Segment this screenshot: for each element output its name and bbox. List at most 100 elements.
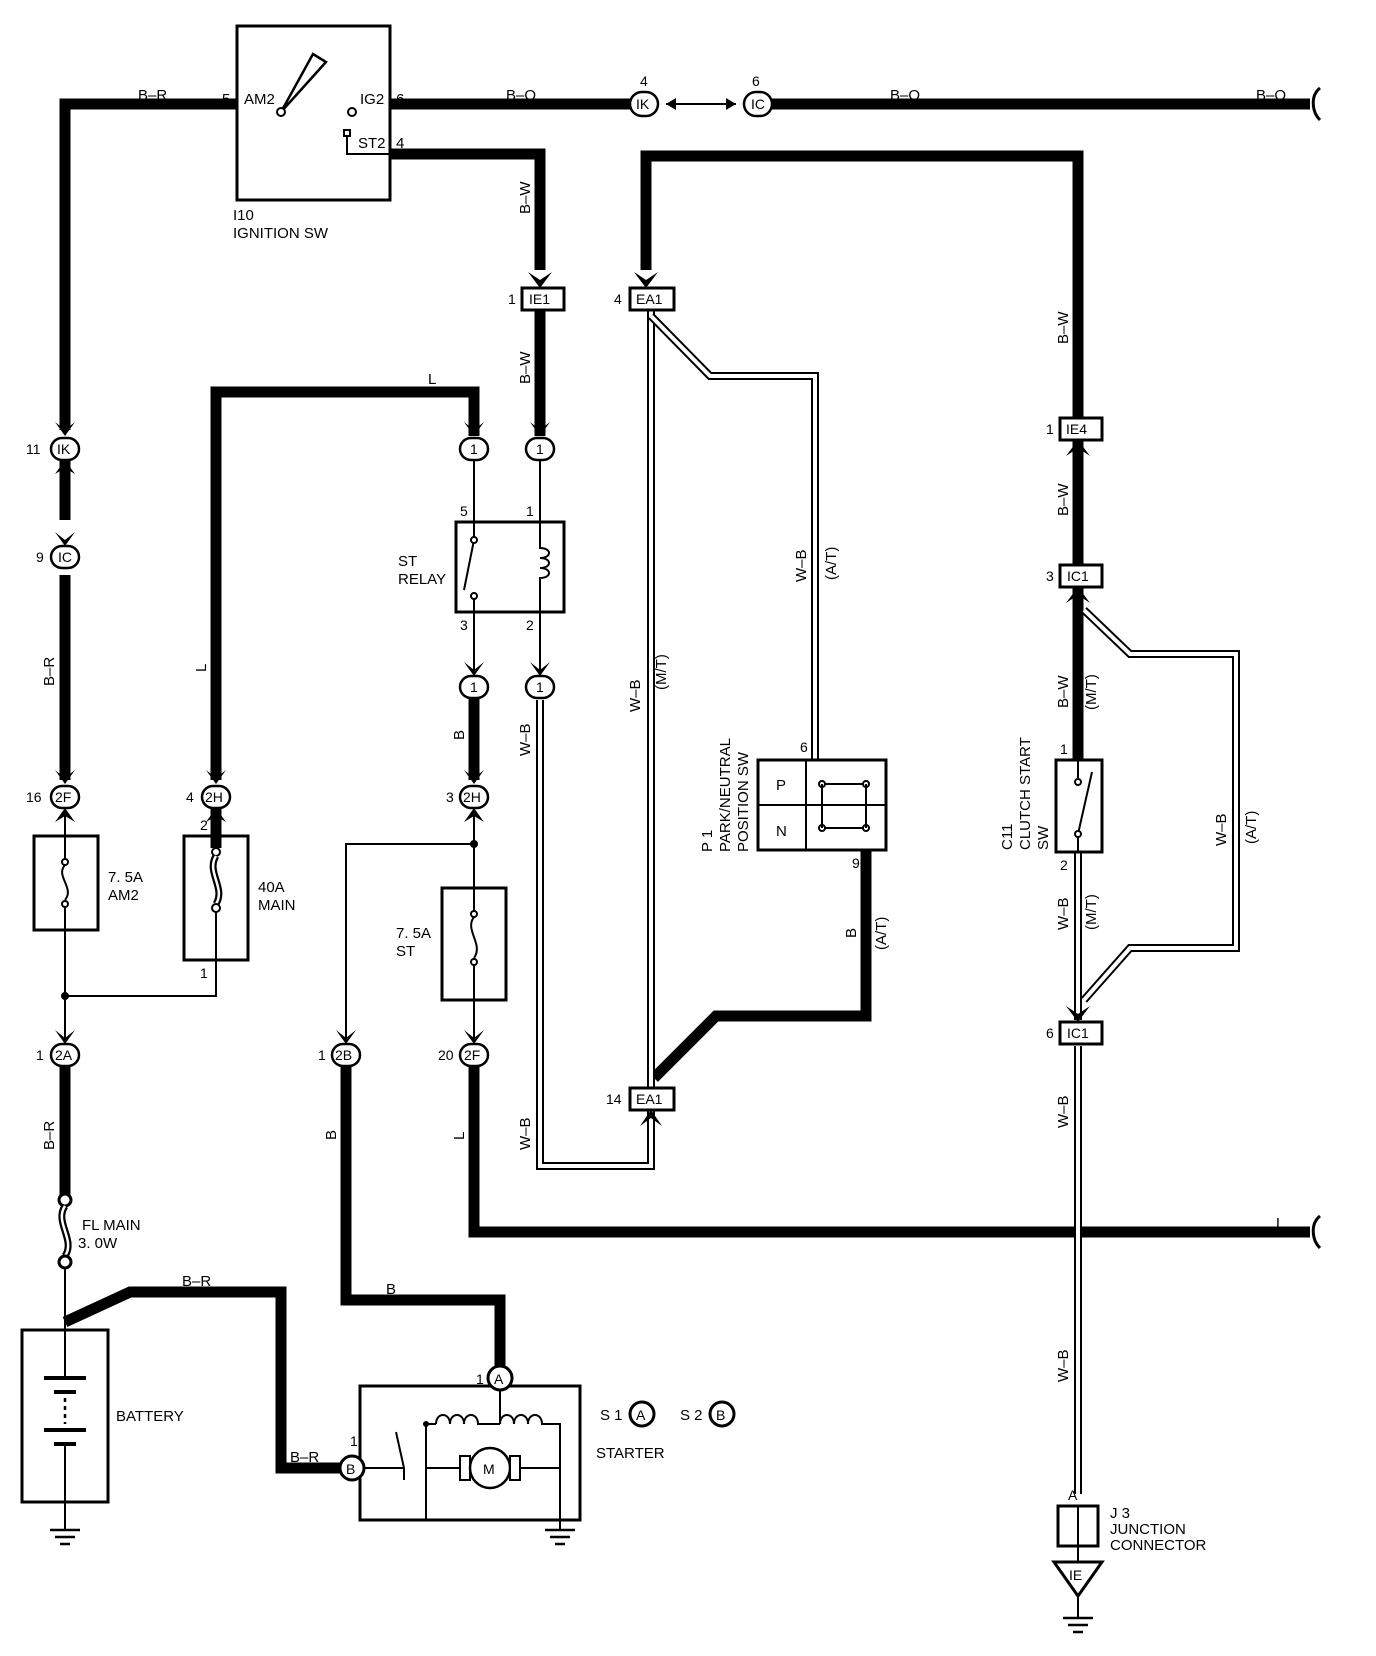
ignition-key-icon <box>279 52 328 113</box>
svg-text:9: 9 <box>852 855 860 871</box>
label-w-b-at2: W–B <box>1213 813 1230 846</box>
label-b-w-1: B–W <box>517 181 534 214</box>
svg-text:1: 1 <box>318 1047 326 1063</box>
svg-text:3: 3 <box>446 789 454 805</box>
svg-text:IK: IK <box>57 441 71 457</box>
label-l-2f: L <box>451 1132 468 1140</box>
label-b-w-5: B–W <box>1055 675 1072 708</box>
label-at-2: (A/T) <box>873 917 890 950</box>
svg-text:IE4: IE4 <box>1066 421 1087 437</box>
connector-ea1-bottom <box>628 1086 676 1112</box>
st-relay: ST RELAY 5 1 3 2 <box>398 460 566 676</box>
ignition-code: I10 <box>233 207 254 224</box>
connector-ik-top <box>628 90 660 118</box>
fl-main: FL MAIN 3. 0W <box>57 1192 141 1270</box>
svg-text:7. 5A: 7. 5A <box>396 925 431 942</box>
svg-text:A: A <box>1068 1487 1078 1503</box>
svg-text:40A: 40A <box>258 879 285 896</box>
label-b-w-4: B–W <box>1055 483 1072 516</box>
svg-text:16: 16 <box>26 789 42 805</box>
label-mt-3: (M/T) <box>1083 894 1100 930</box>
svg-text:1: 1 <box>470 679 478 695</box>
label-b-w-3: B–W <box>1055 311 1072 344</box>
starter-switch-icon <box>364 1431 405 1480</box>
ignition-am2-label: AM2 <box>244 91 275 108</box>
svg-text:JUNCTION: JUNCTION <box>1110 1521 1186 1538</box>
svg-text:EA1: EA1 <box>636 1091 663 1107</box>
svg-text:6: 6 <box>752 73 760 89</box>
pin-am2-label: 5 <box>222 91 230 108</box>
starter-ground-icon <box>545 1528 575 1546</box>
wire-l-upper <box>210 386 480 780</box>
junction-dot-st <box>470 840 478 848</box>
svg-text:AM2: AM2 <box>108 887 139 904</box>
ignition-st2-label: ST2 <box>358 135 386 152</box>
top-connectors: IK 4 IC 6 <box>628 73 774 118</box>
svg-text:4: 4 <box>614 291 622 307</box>
svg-text:1: 1 <box>536 679 544 695</box>
st-relay-label-1: ST <box>398 553 417 570</box>
svg-text:FL MAIN: FL MAIN <box>82 1217 141 1234</box>
pin-ig2-label: 6 <box>396 91 404 108</box>
svg-text:S 1: S 1 <box>600 1407 623 1424</box>
label-b-o-3: B–O <box>1256 87 1286 104</box>
fuse-am2-icon <box>61 864 69 901</box>
svg-text:IC: IC <box>751 96 765 112</box>
svg-text:3: 3 <box>1046 568 1054 584</box>
label-b-r-fl: B–R <box>41 1121 58 1150</box>
label-mt-2: (M/T) <box>1083 674 1100 710</box>
svg-text:14: 14 <box>606 1091 622 1107</box>
svg-text:2F: 2F <box>464 1047 480 1063</box>
fuse-st-icon <box>470 916 478 959</box>
label-at-3: (A/T) <box>1243 811 1260 844</box>
svg-text:POSITION SW: POSITION SW <box>735 751 752 852</box>
clutch-start-switch: 1 2 C11 CLUTCH START SW <box>999 737 1104 873</box>
wire-b-r-battery <box>62 1286 352 1474</box>
svg-text:IC: IC <box>58 549 72 565</box>
svg-text:CLUTCH START: CLUTCH START <box>1017 737 1034 850</box>
svg-text:MAIN: MAIN <box>258 897 296 914</box>
svg-text:P 1: P 1 <box>699 830 716 852</box>
svg-text:M: M <box>483 1461 495 1477</box>
svg-text:PARK/NEUTRAL: PARK/NEUTRAL <box>717 738 734 852</box>
label-w-b-bottom: W–B <box>517 1117 534 1150</box>
ground-ie-icon <box>1051 1560 1105 1599</box>
svg-text:C11: C11 <box>999 824 1016 850</box>
svg-text:BATTERY: BATTERY <box>116 1408 184 1425</box>
svg-text:2B: 2B <box>335 1047 352 1063</box>
connector-ie4 <box>1058 416 1104 442</box>
svg-text:ST: ST <box>396 943 415 960</box>
fuse-st: 7. 5A ST <box>396 886 508 1002</box>
svg-text:IC1: IC1 <box>1067 568 1089 584</box>
svg-text:9: 9 <box>36 549 44 565</box>
starter: A 1 B 1 M S 1 A S 2 B STARTER <box>338 1364 736 1546</box>
svg-text:6: 6 <box>800 739 808 755</box>
svg-text:2: 2 <box>200 817 208 833</box>
label-b-park: B <box>843 928 860 938</box>
wire-arrows <box>55 422 550 1044</box>
relay-coil-icon <box>539 522 550 612</box>
battery: BATTERY <box>20 1322 184 1546</box>
svg-text:2F: 2F <box>55 789 71 805</box>
svg-text:1: 1 <box>200 965 208 981</box>
pin-st2-label: 4 <box>396 135 404 152</box>
svg-text:1: 1 <box>476 1371 484 1387</box>
break-marks <box>1311 86 1322 1250</box>
junction-connector: A J 3 JUNCTION CONNECTOR IE <box>1051 1487 1207 1634</box>
svg-text:B: B <box>716 1407 725 1423</box>
svg-text:IC1: IC1 <box>1067 1025 1089 1041</box>
break-mark-bottom <box>1311 1214 1322 1250</box>
svg-text:IK: IK <box>636 96 650 112</box>
label-b-r-battery: B–R <box>182 1273 211 1290</box>
svg-text:1: 1 <box>470 441 478 457</box>
svg-text:1: 1 <box>536 441 544 457</box>
wire-l-bottom <box>468 1066 1310 1238</box>
wire-b-w-st2 <box>390 148 546 270</box>
starter-body <box>358 1384 582 1522</box>
svg-text:1: 1 <box>526 503 534 519</box>
fuse-main: 40A MAIN 2 1 <box>182 808 296 981</box>
wire-b-w-loop <box>640 150 1084 418</box>
svg-text:4: 4 <box>186 789 194 805</box>
rect-connectors: IE1 1 EA1 4 EA1 14 IE4 1 IC1 3 IC1 6 <box>508 272 1104 1126</box>
break-mark-top <box>1311 86 1322 122</box>
